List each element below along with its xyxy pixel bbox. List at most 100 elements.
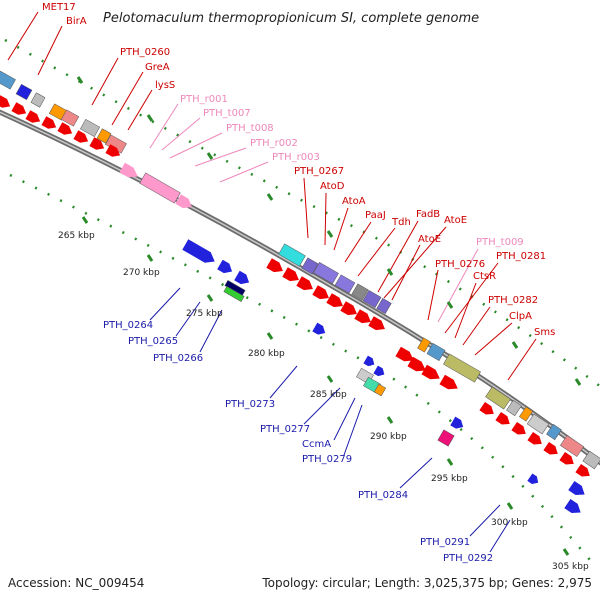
gene-label[interactable]: PTH_t009: [476, 237, 524, 248]
label-leader-line: [377, 220, 419, 293]
tick-mark: [511, 341, 519, 349]
cog-box: [15, 83, 33, 101]
label-leader-line: [37, 25, 63, 76]
label-leader-line: [489, 519, 511, 553]
label-leader-line: [303, 177, 309, 239]
label-leader-line: [175, 301, 201, 337]
cog-box: [362, 289, 382, 309]
upper-dotted-track: [4, 38, 600, 388]
gene-label[interactable]: PTH_0273: [225, 399, 275, 410]
gene-arrow: [527, 431, 542, 445]
gene-arrow: [326, 293, 343, 308]
gene-label[interactable]: PTH_0291: [420, 537, 470, 548]
label-leader-line: [7, 11, 39, 61]
gene-label[interactable]: lysS: [155, 80, 175, 91]
label-leader-line: [469, 504, 501, 537]
reverse-gene-arrow: [450, 416, 464, 429]
gene-label[interactable]: PTH_r003: [272, 152, 320, 163]
gene-label[interactable]: PTH_0282: [488, 295, 538, 306]
label-leader-line: [127, 89, 153, 131]
genome-title: Pelotomaculum thermopropionicum SI, comp…: [103, 11, 479, 26]
kbp-tick-label: 270 kbp: [123, 268, 160, 278]
gene-arrow: [73, 130, 89, 143]
label-leader-line: [199, 309, 223, 353]
kbp-tick-label: 285 kbp: [310, 390, 347, 400]
gene-arrow: [479, 401, 494, 415]
gene-label[interactable]: CtsR: [473, 271, 496, 282]
reverse-gene-box: [373, 383, 387, 397]
gene-label[interactable]: AtoE: [444, 215, 467, 226]
gene-label[interactable]: PTH_r001: [180, 94, 228, 105]
cog-box: [443, 353, 481, 383]
gene-label[interactable]: FadB: [416, 209, 440, 220]
gene-label[interactable]: AtoD: [320, 181, 345, 192]
tick-mark: [206, 152, 214, 160]
gene-label[interactable]: PTH_t007: [203, 108, 251, 119]
label-leader-line: [343, 404, 363, 456]
gene-label[interactable]: BirA: [66, 16, 87, 27]
kbp-tick-labels: 265 kbp 270 kbp 275 kbp 280 kbp 285 kbp …: [58, 231, 589, 572]
top-gene-labels: MET17 BirA PTH_0260 GreA lysS PTH_r001 P…: [42, 2, 555, 338]
gene-label[interactable]: PTH_0265: [128, 336, 178, 347]
reverse-gene-arrow: [527, 473, 539, 485]
gene-arrow: [495, 411, 510, 425]
cog-box: [417, 337, 431, 353]
lower-dotted-track: [9, 173, 591, 561]
gene-label[interactable]: PTH_0266: [153, 353, 203, 364]
gene-label[interactable]: MET17: [42, 2, 76, 13]
cog-box: [546, 423, 562, 441]
gene-label[interactable]: GreA: [145, 62, 170, 73]
gene-label[interactable]: PTH_0276: [435, 259, 485, 270]
label-leader-line: [219, 161, 269, 183]
cog-box: [96, 128, 112, 144]
gene-label[interactable]: AtoE: [418, 234, 441, 245]
tick-mark: [76, 76, 84, 84]
rrna-feature: [139, 172, 181, 204]
label-leader-line: [427, 269, 439, 321]
tick-mark: [266, 193, 274, 201]
label-leader-line: [437, 248, 479, 323]
accession-text: Accession: NC_009454: [8, 576, 144, 590]
gene-label[interactable]: PaaJ: [365, 210, 386, 221]
kbp-tick-label: 275 kbp: [186, 309, 223, 319]
tick-mark: [506, 502, 514, 510]
tick-mark: [146, 114, 154, 122]
reverse-gene-arrow: [312, 322, 326, 335]
gene-label[interactable]: PTH_0284: [358, 490, 408, 501]
rrna-feature: [175, 194, 192, 209]
top-label-leaders: [7, 11, 537, 381]
kbp-tick-label: 280 kbp: [248, 349, 285, 359]
gene-label[interactable]: CcmA: [302, 439, 331, 450]
gene-label[interactable]: PTH_r002: [250, 138, 298, 149]
cog-box: [485, 386, 511, 410]
tick-mark: [206, 294, 214, 302]
gene-label[interactable]: PTH_0281: [496, 251, 546, 262]
gene-arrow: [368, 316, 385, 331]
gene-label[interactable]: PTH_0292: [443, 553, 493, 564]
label-leader-line: [474, 322, 513, 356]
genome-backbone-highlight: [0, 111, 600, 464]
gene-arrow: [89, 137, 105, 150]
kbp-tick-label: 290 kbp: [370, 432, 407, 442]
gene-arrow: [57, 122, 73, 135]
gene-label[interactable]: PTH_0277: [260, 424, 310, 435]
label-leader-line: [333, 397, 356, 441]
gene-label[interactable]: PTH_t008: [226, 123, 274, 134]
gene-label[interactable]: PTH_0264: [103, 320, 153, 331]
gene-arrow: [511, 421, 526, 435]
gene-label[interactable]: AtoA: [342, 196, 366, 207]
cog-box: [278, 243, 306, 267]
gene-arrow: [354, 309, 371, 324]
gene-label[interactable]: PTH_0279: [302, 454, 352, 465]
gene-label[interactable]: PTH_0260: [120, 47, 170, 58]
cog-box: [334, 274, 356, 294]
gene-label[interactable]: ClpA: [509, 311, 532, 322]
gene-label[interactable]: Tdh: [391, 217, 411, 228]
gene-arrow: [11, 102, 27, 115]
reverse-gene-arrow: [234, 270, 250, 285]
label-leader-line: [111, 71, 144, 126]
gene-label[interactable]: Sms: [534, 327, 555, 338]
reverse-gene-arrow: [182, 239, 215, 263]
gene-label[interactable]: PTH_0267: [294, 166, 344, 177]
